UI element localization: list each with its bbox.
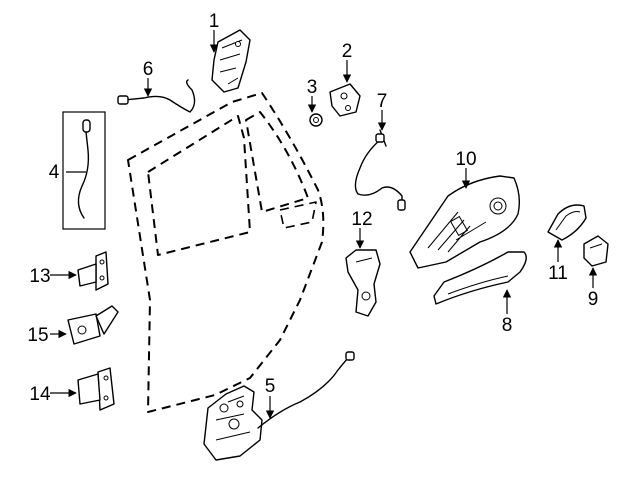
callout-7: 7 xyxy=(377,91,388,112)
callout-3: 3 xyxy=(307,77,318,98)
callout-12: 12 xyxy=(351,209,372,230)
callout-4: 4 xyxy=(49,162,60,183)
callout-1: 1 xyxy=(209,11,220,32)
callout-11: 11 xyxy=(548,263,568,284)
part-14-lower-bracket xyxy=(77,367,115,411)
part-9-cap xyxy=(583,235,609,267)
part-15-door-check xyxy=(67,305,119,345)
callout-9: 9 xyxy=(588,289,599,310)
callout-13: 13 xyxy=(29,266,50,287)
callout-2: 2 xyxy=(342,41,353,62)
part-2-striker xyxy=(329,83,361,117)
rear-door-outline xyxy=(127,92,325,413)
callout-5: 5 xyxy=(265,376,276,397)
callout-10: 10 xyxy=(455,149,476,170)
part-13-bracket xyxy=(77,251,109,291)
part-3-bolt xyxy=(309,113,323,127)
part-6-cable xyxy=(117,79,196,113)
part-7-cable xyxy=(354,129,406,211)
callout-6: 6 xyxy=(143,59,154,80)
callout-14: 14 xyxy=(29,384,51,405)
part-1-upper-guide xyxy=(211,29,251,93)
part-12-bracket xyxy=(345,249,381,317)
callout-15: 15 xyxy=(27,325,48,346)
part-8-outer-handle xyxy=(433,251,527,305)
part-4-lock-rod xyxy=(62,111,106,230)
callout-8: 8 xyxy=(502,315,513,336)
part-10-handle-carrier xyxy=(409,175,521,269)
part-5-door-latch xyxy=(203,351,355,461)
part-11-handle-cover xyxy=(547,204,587,241)
callout-labels: 1 2 3 4 5 6 7 8 9 10 11 12 13 14 15 xyxy=(27,11,598,405)
leader-lines xyxy=(50,30,598,419)
